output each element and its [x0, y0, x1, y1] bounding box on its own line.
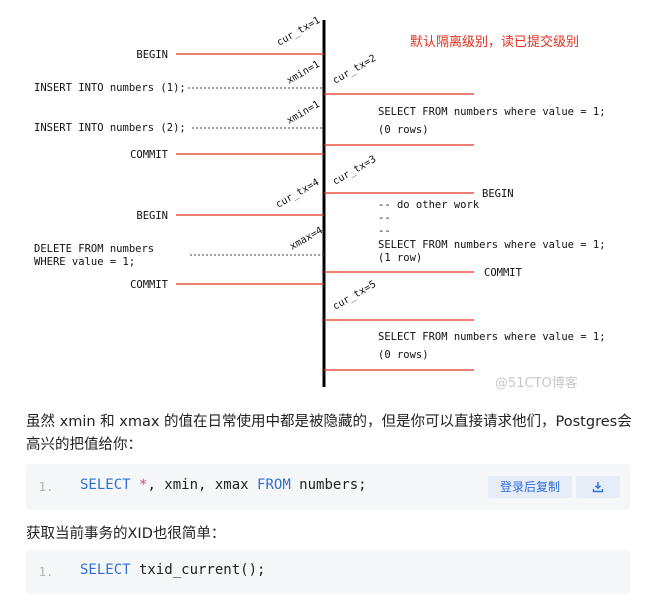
isolation-note: 默认隔离级别，读已提交级别 — [410, 34, 579, 50]
watermark: @51CTO博客 — [495, 375, 578, 391]
label-insert-2: INSERT INTO numbers (2); — [34, 122, 186, 134]
label-rows-0a: (0 rows) — [378, 124, 429, 136]
tag-cur-tx-5: cur_tx=5 — [331, 279, 378, 313]
label-rows-1: (1 row) — [378, 252, 422, 264]
tag-xmax-4: xmax=4 — [288, 225, 325, 253]
label-delete-2: WHERE value = 1; — [34, 256, 135, 268]
tag-xmin-1b: xmin=1 — [285, 99, 322, 127]
label-dash-1: -- — [378, 212, 391, 224]
label-begin-2: BEGIN — [136, 210, 168, 222]
line-number: 1. — [38, 565, 54, 579]
tag-xmin-1a: xmin=1 — [285, 59, 322, 87]
paragraph-xmin-xmax: 虽然 xmin 和 xmax 的值在日常使用中都是被隐藏的，但是你可以直接请求他… — [26, 414, 632, 453]
label-commit-1: COMMIT — [130, 149, 169, 161]
code-line: SELECT *, xmin, xmax FROM numbers; — [80, 477, 367, 493]
download-icon — [592, 482, 604, 493]
label-select-2: SELECT FROM numbers where value = 1; — [378, 239, 606, 251]
label-dash-2: -- — [378, 225, 391, 237]
tag-cur-tx-4: cur_tx=4 — [274, 177, 321, 211]
line-number: 1. — [38, 480, 54, 494]
code-table: numbers; — [290, 477, 367, 493]
code-columns: , xmin, xmax — [147, 477, 258, 493]
code-keyword-from: FROM — [257, 477, 291, 493]
label-other-work: -- do other work — [378, 199, 480, 211]
label-select-1: SELECT FROM numbers where value = 1; — [378, 106, 606, 118]
tag-cur-tx-1: cur_tx=1 — [275, 15, 322, 49]
label-select-3: SELECT FROM numbers where value = 1; — [378, 331, 606, 343]
label-delete-1: DELETE FROM numbers — [34, 243, 154, 255]
code-star: * — [139, 477, 148, 493]
download-button[interactable] — [576, 476, 620, 498]
code-keyword-select: SELECT — [80, 477, 131, 493]
label-insert-1: INSERT INTO numbers (1); — [34, 82, 186, 94]
paragraph-xid: 获取当前事务的XID也很简单： — [26, 526, 226, 542]
copy-after-login-button[interactable]: 登录后复制 — [487, 476, 572, 498]
tag-cur-tx-2: cur_tx=2 — [331, 53, 378, 87]
label-commit-3: COMMIT — [484, 267, 523, 279]
label-begin-3: BEGIN — [482, 188, 514, 200]
code-function: txid_current(); — [130, 562, 266, 578]
tag-cur-tx-3: cur_tx=3 — [331, 154, 378, 188]
transaction-diagram: 默认隔离级别，读已提交级别 BEGIN INSERT INTO numbers … — [34, 15, 606, 391]
label-begin-1: BEGIN — [136, 49, 168, 61]
label-rows-0b: (0 rows) — [378, 349, 429, 361]
label-commit-2: COMMIT — [130, 279, 169, 291]
code-block-txid: 1. SELECT txid_current(); — [26, 550, 630, 594]
code-line: SELECT txid_current(); — [80, 562, 265, 578]
code-keyword-select: SELECT — [80, 562, 131, 578]
code-block-select-xmin: 1. SELECT *, xmin, xmax FROM numbers; 登录… — [26, 464, 630, 510]
